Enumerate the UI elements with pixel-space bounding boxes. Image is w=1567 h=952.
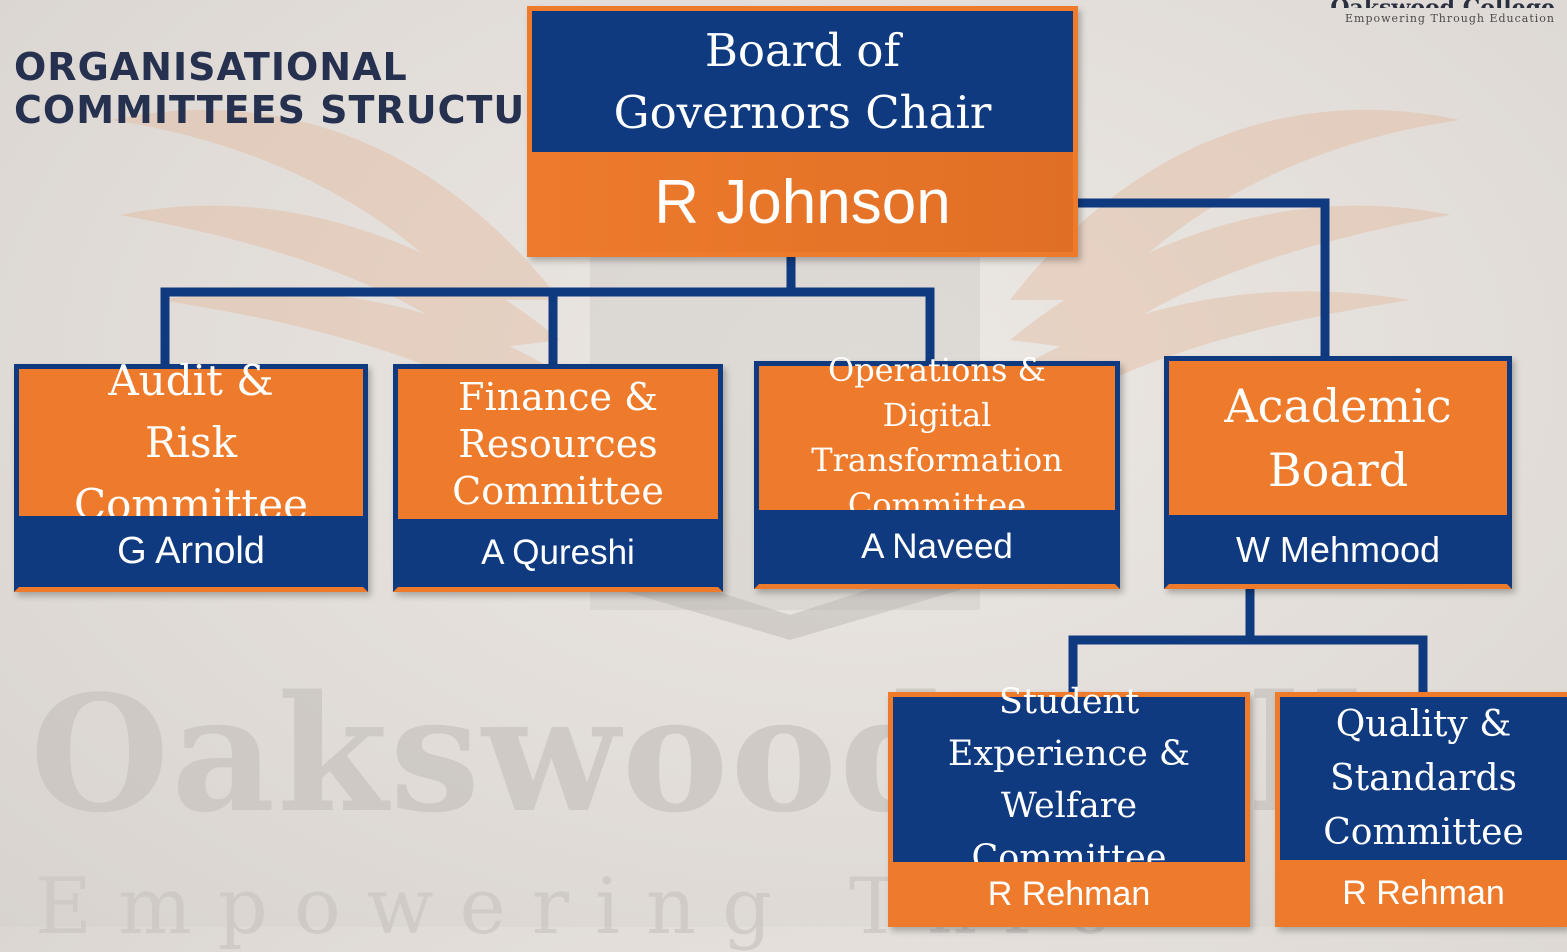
subcommittee-chair-quality: R Rehman (1280, 860, 1567, 927)
committee-title-operations: Operations & Digital Transformation Comm… (759, 351, 1115, 524)
committee-box-audit: Audit & Risk Committee G Arnold (14, 356, 368, 592)
committee-title-academic: Academic Board (1169, 361, 1507, 515)
subcommittee-title-quality: Quality & Standards Committee (1280, 697, 1567, 860)
chair-name: R Johnson (532, 152, 1073, 252)
committee-chair-operations: A Naveed (759, 510, 1115, 584)
chair-title: Board of Governors Chair (532, 11, 1073, 152)
subcommittee-chair-student: R Rehman (893, 862, 1245, 927)
committee-box-operations: Operations & Digital Transformation Comm… (754, 351, 1120, 589)
committee-chair-finance: A Qureshi (398, 519, 718, 587)
page-title-line1: ORGANISATIONAL (14, 45, 408, 89)
college-logo: Oakswood College Empowering Through Educ… (1330, 0, 1555, 25)
committee-title-audit: Audit & Risk Committee (19, 356, 363, 529)
committee-chair-audit: G Arnold (19, 516, 363, 587)
logo-name: Oakswood College (1330, 0, 1555, 8)
committee-title-finance: Finance & Resources Committee (398, 369, 718, 519)
page-title-line2: COMMITTEES STRUCTURE (14, 88, 583, 132)
committee-box-academic: Academic Board W Mehmood (1164, 356, 1512, 589)
logo-tagline: Empowering Through Education (1345, 12, 1555, 25)
committee-box-finance: Finance & Resources Committee A Qureshi (393, 364, 723, 592)
org-connectors (160, 198, 1428, 700)
page-title: ORGANISATIONAL COMMITTEES STRUCTURE (14, 46, 582, 132)
subcommittee-box-student: Student Experience & Welfare Committee R… (888, 682, 1250, 927)
committee-chair-academic: W Mehmood (1169, 515, 1507, 584)
subcommittee-box-quality: Quality & Standards Committee R Rehman (1275, 692, 1567, 927)
subcommittee-title-student: Student Experience & Welfare Committee (893, 682, 1245, 878)
chair-box: Board of Governors Chair R Johnson (527, 6, 1078, 257)
